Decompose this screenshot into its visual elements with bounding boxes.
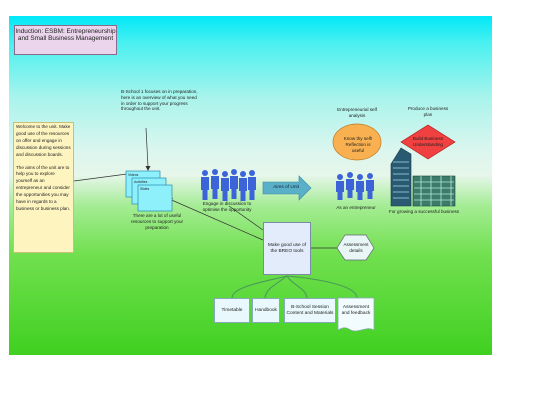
assessment-details-hexagon (336, 234, 375, 261)
entrepreneur-group-icon (336, 172, 374, 200)
bschool-content-box: B-School Session Content and Materials (284, 298, 336, 323)
diagram-title: Induction: ESBM: Entrepreneurship and Sm… (14, 25, 117, 55)
know-thyself-text: Know thy self! Reflection is useful (343, 136, 373, 153)
diagram-canvas: Induction: ESBM: Entrepreneurship and Sm… (9, 16, 492, 355)
person-icon (356, 174, 364, 200)
person-icon (221, 171, 229, 201)
breo-tools-box: Make good use of the BREO tools (263, 222, 311, 275)
person-icon (201, 170, 209, 200)
engage-caption: Engage in discussion to optimise the opp… (202, 201, 252, 212)
breo-tree-connectors (231, 275, 358, 299)
welcome-paragraph-1: Welcome to the unit. Make good use of th… (16, 124, 71, 157)
know-thyself-oval (332, 123, 382, 161)
doc-label-videos: Videos (128, 173, 139, 177)
person-icon (336, 174, 344, 200)
building-icon (390, 147, 456, 207)
growing-caption: For growing a successful business (388, 209, 460, 214)
business-plan-label: Produce a business plan (407, 106, 449, 117)
document-icon (137, 184, 173, 212)
build-business-text: Build Business Understanding (412, 136, 444, 147)
person-icon (239, 171, 247, 201)
people-group-icon (201, 169, 256, 201)
welcome-connector (73, 173, 128, 182)
assessment-details-text: Assessment details (343, 242, 369, 253)
arrowhead (145, 166, 151, 171)
assessment-feedback-text: Assessment and feedback (341, 305, 371, 316)
connector-layer (73, 123, 456, 332)
person-icon (346, 172, 354, 198)
doc-label-activities: Activities (134, 180, 148, 184)
build-business-diamond (400, 124, 456, 160)
person-icon (230, 169, 238, 199)
handbook-box: Handbook (252, 298, 280, 323)
bschool-connector (145, 127, 149, 168)
welcome-paragraph-2: The aims of the unit are to help you to … (16, 164, 71, 211)
welcome-note: Welcome to the unit. Make good use of th… (13, 122, 74, 253)
documents-stack (125, 170, 173, 212)
docs-caption: There are a lot of useful resources to s… (130, 213, 184, 230)
people-breo-connector (228, 205, 264, 231)
person-icon (211, 169, 219, 199)
bschool-note: B-School 1 focuses on in preparation, he… (121, 89, 198, 112)
docs-breo-connector (166, 197, 264, 241)
timetable-box: Timetable (214, 298, 250, 323)
aims-label: Aims of Unit (273, 185, 299, 190)
entrepreneur-caption: As an entrepreneur (336, 205, 376, 210)
person-icon (248, 170, 256, 200)
self-analysis-label: Entrepreneurial self analysis (337, 107, 377, 118)
aims-arrow (262, 175, 312, 201)
person-icon (366, 173, 374, 199)
doc-label-slides: Slides (140, 187, 150, 191)
assessment-feedback-shape (337, 297, 375, 332)
